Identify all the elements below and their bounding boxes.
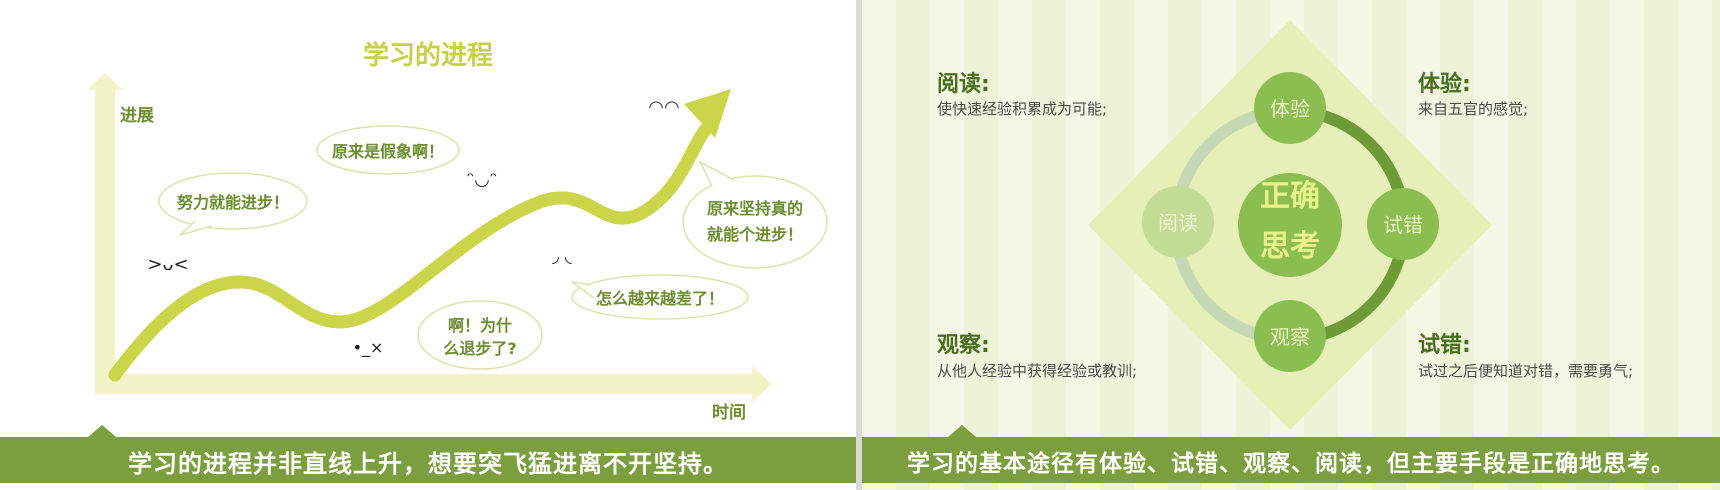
footer-bar [0, 437, 856, 483]
bubble-3-line2: 就能个进步！ [707, 225, 803, 244]
progress-curve [108, 123, 712, 382]
methods-diagram: 正确 思考 体验 试错 观察 阅读 [1088, 20, 1492, 430]
face-content-icon: ◠◠ [648, 97, 679, 118]
footer-text: 学习的基本途径有体验、试错、观察、阅读，但主要手段是正确地思考。 [907, 451, 1675, 477]
footer-bar [862, 437, 1720, 483]
node-experience-label: 体验 [1270, 97, 1310, 121]
reading-title: 阅读: [937, 72, 990, 97]
center-circle [1238, 173, 1342, 277]
bubble-5-line1: 啊！为什 [448, 316, 512, 335]
progress-diagram: 学习的进程 进展 时间 努力就能进步！ 原来是假象啊！ [87, 40, 828, 423]
x-axis-label: 时间 [712, 402, 746, 423]
slide-learning-progress: 学习的进程 进展 时间 努力就能进步！ 原来是假象啊！ [0, 0, 856, 490]
face-dizzy-icon: •_× [353, 338, 384, 358]
center-text-line1: 正确 [1260, 179, 1320, 214]
footer-tab [948, 425, 976, 437]
node-experience: 体验 [1254, 72, 1326, 144]
bubble-1-text: 努力就能进步！ [177, 193, 289, 212]
observe-desc: 从他人经验中获得经验或教训; [937, 362, 1138, 380]
speech-bubble-2: 原来是假象啊！ [316, 125, 460, 175]
slide-learning-methods: 正确 思考 体验 试错 观察 阅读 阅读: 使快速经验积累成为可能; 体验: 来… [862, 0, 1720, 490]
trial-desc: 试过之后便知道对错，需要勇气; [1418, 362, 1634, 380]
bubble-2-text: 原来是假象啊！ [332, 142, 444, 161]
center-text-line2: 思考 [1260, 229, 1320, 264]
speech-bubble-5: 啊！为什 么退步了? [417, 300, 543, 370]
experience-title: 体验: [1418, 72, 1471, 97]
bubble-5-line2: 么退步了? [443, 339, 516, 358]
reading-desc: 使快速经验积累成为可能; [937, 100, 1108, 118]
bubble-4-text: 怎么越来越差了！ [596, 289, 724, 308]
bubble-3-line1: 原来坚持真的 [707, 199, 803, 218]
footer-tab [88, 425, 116, 437]
footer-text: 学习的进程并非直线上升，想要突飞猛进离不开坚持。 [128, 450, 728, 478]
y-axis [87, 73, 123, 388]
node-reading: 阅读 [1142, 186, 1214, 258]
speech-bubble-3: 原来坚持真的 就能个进步！ [682, 160, 828, 269]
node-trial-label: 试错 [1383, 213, 1423, 237]
trial-title: 试错: [1418, 333, 1471, 358]
experience-desc: 来自五官的感觉; [1418, 100, 1529, 118]
node-reading-label: 阅读 [1158, 211, 1198, 235]
node-observe: 观察 [1254, 300, 1326, 372]
face-sad-icon: ◞ ◟ [552, 246, 572, 267]
x-axis [95, 366, 772, 402]
curve-arrowhead [684, 89, 731, 138]
speech-bubble-4: 怎么越来越差了！ [571, 274, 749, 320]
y-axis-label: 进展 [120, 106, 154, 126]
face-happy-icon: ᵔ◡ᵔ [467, 169, 498, 190]
node-trial: 试错 [1367, 188, 1439, 260]
observe-title: 观察: [937, 333, 990, 358]
speech-bubble-1: 努力就能进步！ [158, 172, 308, 236]
slide-title: 学习的进程 [363, 40, 493, 71]
node-observe-label: 观察 [1270, 325, 1310, 349]
face-squint-icon: >ᴗ< [147, 254, 188, 275]
